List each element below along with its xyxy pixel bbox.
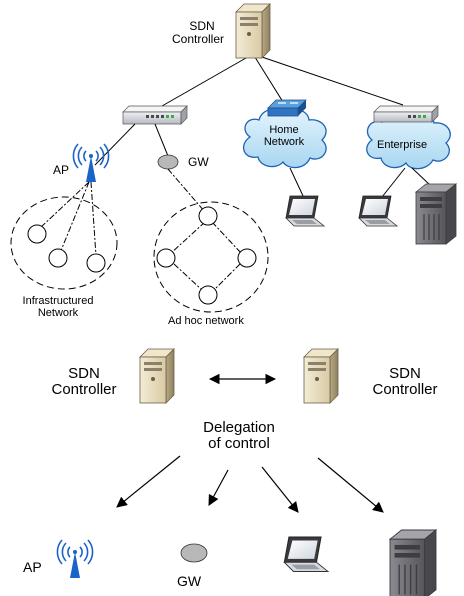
router-icon [267, 99, 307, 117]
adhoc-links [167, 168, 243, 291]
device-links [289, 167, 431, 199]
node [198, 206, 218, 226]
access-point-icon [72, 143, 110, 183]
laptop-icon [285, 195, 325, 227]
bottom-ap-label: AP [23, 559, 42, 575]
gateway-node-icon [180, 543, 208, 563]
node [237, 248, 257, 268]
adhoc-network-boundary [153, 201, 269, 313]
home-network-label: Home Network [263, 124, 305, 148]
tower-server-icon [389, 529, 437, 596]
cloud-icon [242, 108, 327, 169]
server-icon [139, 348, 175, 404]
node [198, 285, 218, 305]
laptop-icon [283, 536, 329, 573]
bottom-gw-label: GW [177, 573, 202, 589]
switch-icon [122, 105, 188, 125]
node [156, 248, 176, 268]
controller-links [154, 53, 404, 111]
left-controller-label: SDN Controller [51, 365, 117, 398]
laptop-icon [358, 195, 398, 227]
node [48, 248, 68, 268]
top-controller-label: SDN Controller [171, 19, 225, 46]
node [27, 224, 47, 244]
server-icon [235, 3, 271, 59]
enterprise-label: Enterprise [377, 139, 428, 151]
access-point-icon [56, 539, 94, 579]
tower-server-icon [415, 183, 457, 245]
gw-label: GW [188, 155, 209, 169]
infrastructured-network-boundary [10, 196, 118, 290]
server-icon [303, 348, 339, 404]
delegation-arrows [116, 455, 384, 513]
ap-label: AP [53, 163, 69, 177]
gateway-node-icon [157, 154, 179, 170]
wireless-links [39, 181, 97, 257]
switch-links [94, 123, 169, 166]
adhoc-network-label: Ad hoc network [168, 315, 244, 327]
delegation-of-control-label: Delegation of control [203, 419, 275, 452]
right-controller-label: SDN Controller [372, 365, 438, 398]
infrastructured-network-label: Infrastructured Network [22, 295, 94, 319]
switch-icon [373, 105, 439, 123]
node [86, 253, 106, 273]
